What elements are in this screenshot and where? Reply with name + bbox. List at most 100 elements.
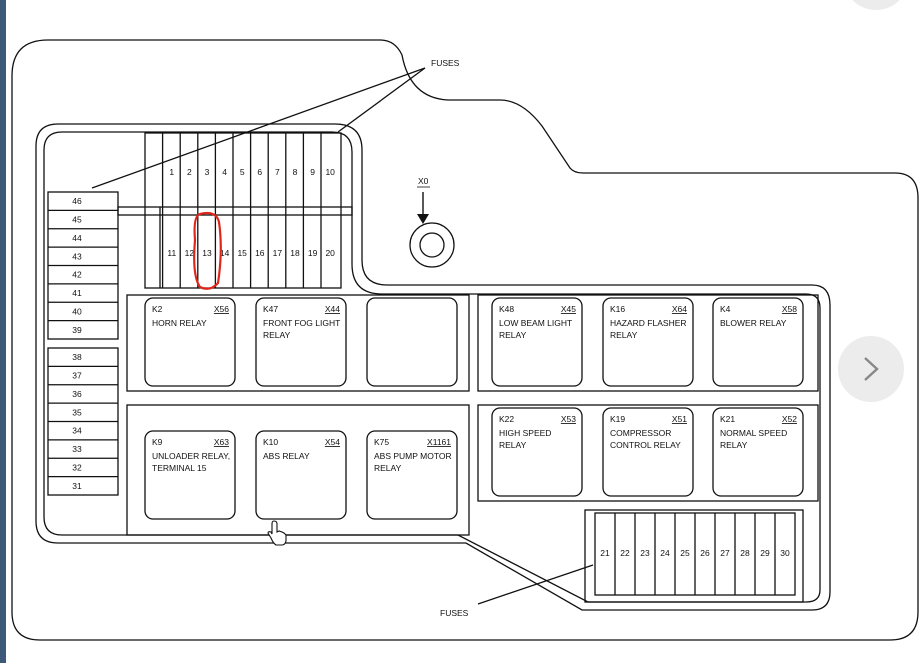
relay-id: K75 [374,437,389,447]
fuse-26: 26 [700,548,710,558]
fuse-37: 37 [72,371,82,381]
fuse-10: 10 [325,167,335,177]
relay-connector: X1161 [427,437,451,447]
relay-name-line: RELAY [610,330,638,340]
relay-connector: X64 [672,304,687,314]
ground-connector-outer [409,222,455,268]
fuse-35: 35 [72,407,82,417]
relay-name-line: FRONT FOG LIGHT [263,318,340,328]
fuse-31: 31 [72,481,82,491]
relay-connector: X54 [325,437,340,447]
relay-id: K47 [263,304,278,314]
relay-panel-lower-right [477,404,819,502]
relay-id: K9 [152,437,163,447]
fuses-leader-2 [337,67,426,133]
next-image-button[interactable] [838,336,904,402]
relay-empty-slot [366,297,458,387]
fuse-7: 7 [275,167,280,177]
highlight-marker [193,211,222,290]
fuse-41: 41 [72,288,82,298]
ground-connector-inner [419,232,445,258]
fuses-leader-3 [477,564,594,605]
relay-name-line: NORMAL SPEED [720,428,787,438]
relay-connector: X44 [325,304,340,314]
relay-name-line: LOW BEAM LIGHT [499,318,572,328]
fuse-40: 40 [72,306,82,316]
relay-connector: X52 [782,414,797,424]
relay-name-line: HIGH SPEED [499,428,551,438]
inner-outline-2 [43,131,821,603]
fuse-34: 34 [72,426,82,436]
relay-connector: X53 [561,414,576,424]
fuse-11: 11 [167,248,176,258]
relay-name-line: RELAY [720,440,748,450]
fuse-12: 12 [185,248,195,258]
relay-id: K21 [720,414,735,424]
fuse-29: 29 [760,548,770,558]
relay-connector: X63 [214,437,229,447]
ground-label: X0 [418,176,429,186]
ground-arrow-head [417,214,429,224]
fuse-24: 24 [660,548,670,558]
fuse-13: 13 [202,248,212,258]
fuse-25: 25 [680,548,690,558]
fuse-4: 4 [222,167,227,177]
fuse-45: 45 [72,215,82,225]
fuse-43: 43 [72,251,82,261]
inner-outline [35,123,831,611]
relay-id: K48 [499,304,514,314]
relay-name-line: BLOWER RELAY [720,318,787,328]
previous-image-button[interactable] [843,0,909,10]
relay-id: K10 [263,437,278,447]
relay-name-line: COMPRESSOR [610,428,671,438]
relay-name-line: UNLOADER RELAY, [152,451,230,461]
fuse-33: 33 [72,444,82,454]
hand-pointer-icon [267,520,287,546]
fuse-19: 19 [308,248,318,258]
relay-id: K22 [499,414,514,424]
relay-connector: X56 [214,304,229,314]
relay-panel-upper-right [477,294,819,392]
fuse-18: 18 [290,248,300,258]
fuses-label-bottom: FUSES [440,608,469,618]
relay-name-line: CONTROL RELAY [610,440,681,450]
fuse-2: 2 [187,167,192,177]
relay-name-line: TERMINAL 15 [152,463,207,473]
housing-outline [11,39,919,641]
fuse-28: 28 [740,548,750,558]
fuse-22: 22 [620,548,630,558]
fuse-27: 27 [720,548,730,558]
relay-id: K2 [152,304,163,314]
relay-name-line: ABS RELAY [263,451,310,461]
relay-panel-lower-left [126,404,470,536]
relay-connector: X45 [561,304,576,314]
fuse-32: 32 [72,462,82,472]
relay-id: K4 [720,304,731,314]
fuse-5: 5 [240,167,245,177]
fuses-leader-1 [91,67,426,189]
window-edge-bar [0,0,6,663]
fuse-strip-divider [117,206,353,216]
relay-name-line: RELAY [374,463,402,473]
relay-name-line: RELAY [499,330,527,340]
fuse-16: 16 [255,248,265,258]
fuse-21: 21 [600,548,610,558]
fuse-38: 38 [72,352,82,362]
fuse-8: 8 [293,167,298,177]
fuse-20: 20 [325,248,335,258]
fuse-46: 46 [72,196,82,206]
bottom-fuse-block [584,509,804,603]
fuse-14: 14 [220,248,230,258]
fuse-23: 23 [640,548,650,558]
